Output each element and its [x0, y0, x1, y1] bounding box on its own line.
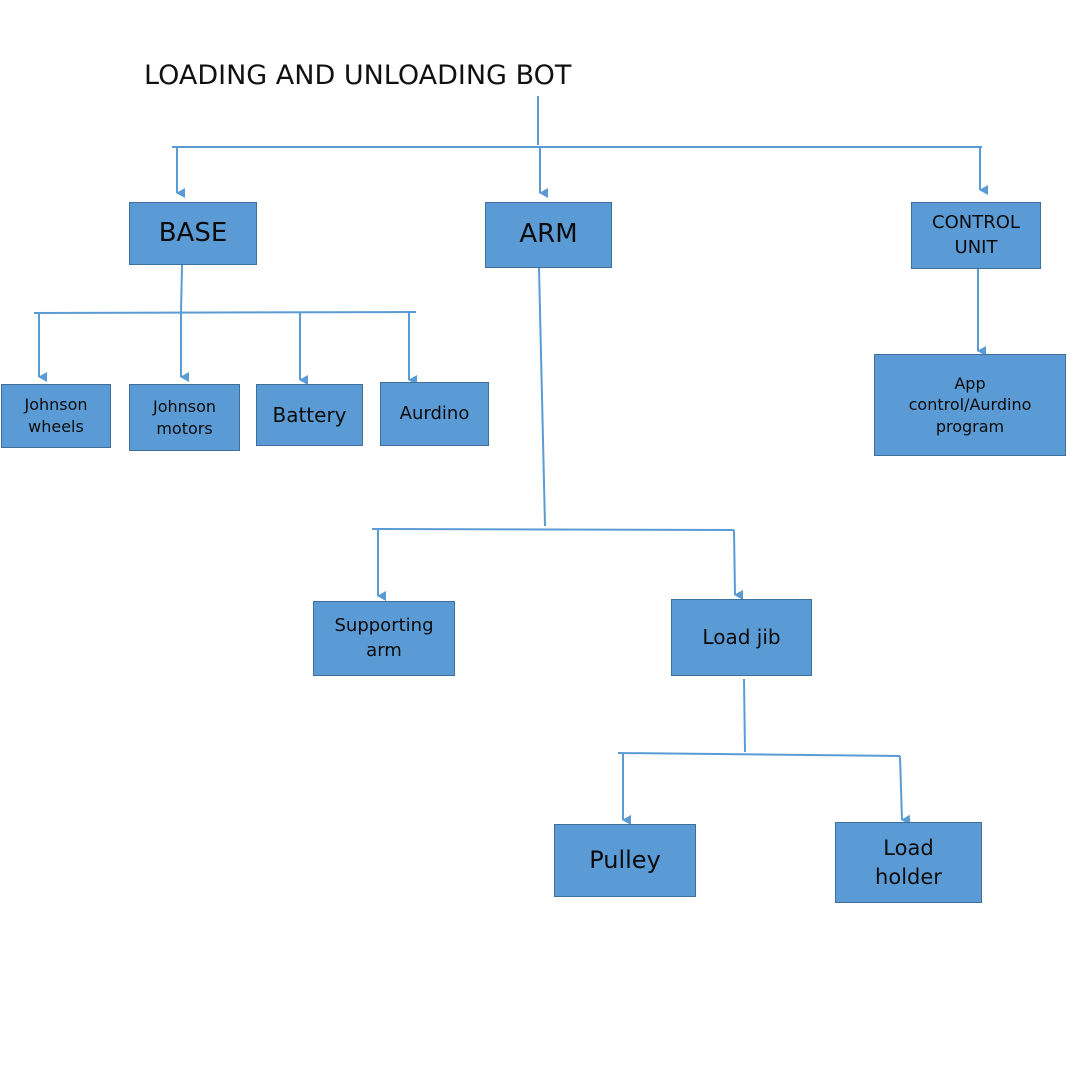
node-base-label: BASE — [158, 217, 228, 248]
node-johnson-wheels-label: Johnson wheels — [24, 395, 88, 436]
node-pulley: Pulley — [554, 824, 696, 897]
node-load-jib-label: Load jib — [702, 625, 781, 649]
node-load-holder: Load holder — [835, 822, 982, 903]
base-bus — [33, 311, 417, 314]
node-aurdino: Aurdino — [380, 382, 489, 446]
node-aurdino-label: Aurdino — [399, 402, 470, 424]
node-arm: ARM — [485, 202, 612, 268]
node-app-control-label: App control/Aurdino program — [908, 373, 1032, 436]
node-arm-label: ARM — [519, 219, 578, 250]
jib-bus — [617, 752, 901, 757]
node-load-jib: Load jib — [671, 599, 812, 676]
node-base: BASE — [129, 202, 257, 265]
node-supporting-arm: Supporting arm — [313, 601, 455, 676]
node-app-control: App control/Aurdino program — [874, 354, 1066, 456]
node-supporting-arm-label: Supporting arm — [334, 615, 434, 661]
arm-stem — [538, 267, 546, 527]
node-load-holder-label: Load holder — [875, 836, 942, 889]
arrow-to-load-holder — [899, 755, 911, 825]
node-johnson-motors-label: Johnson motors — [152, 396, 217, 438]
node-control-unit-label: CONTROL UNIT — [932, 212, 1020, 258]
base-stem — [180, 264, 183, 314]
node-johnson-motors: Johnson motors — [129, 384, 240, 451]
jib-stem — [743, 678, 746, 753]
node-johnson-wheels: Johnson wheels — [1, 384, 111, 448]
node-battery-label: Battery — [272, 402, 347, 427]
arrow-to-load-jib — [733, 529, 744, 600]
node-battery: Battery — [256, 384, 363, 446]
node-pulley-label: Pulley — [589, 846, 661, 875]
node-control-unit: CONTROL UNIT — [911, 202, 1041, 269]
arm-bus — [371, 528, 735, 531]
diagram-title: LOADING AND UNLOADING BOT — [144, 60, 572, 91]
